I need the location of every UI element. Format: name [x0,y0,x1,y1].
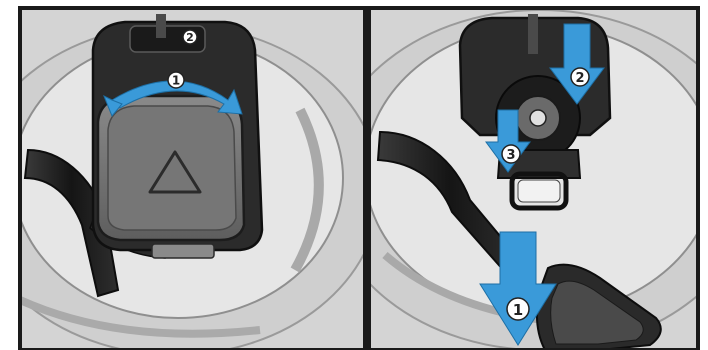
step-label-right-3: 3 [506,148,515,163]
step-badge-left-1: 1 [168,72,184,88]
step-badge-right-1: 1 [507,298,529,320]
housing-bottom-tab [152,244,214,258]
step-label-right-1: 1 [513,301,523,319]
step-label-right-2: 2 [575,71,584,86]
latch-stem [156,14,166,38]
latch-stem-right [528,14,538,54]
panel-left [0,8,380,350]
step-label-left-1: 1 [172,74,180,88]
step-badge-left-2: 2 [183,30,197,44]
step-badge-right-2: 2 [571,68,589,86]
step-badge-right-3: 3 [502,145,520,163]
valve-cap-face [108,106,236,230]
pull-tab-opening [518,180,560,202]
step-label-left-2: 2 [186,31,194,44]
valve-pin [530,110,546,126]
